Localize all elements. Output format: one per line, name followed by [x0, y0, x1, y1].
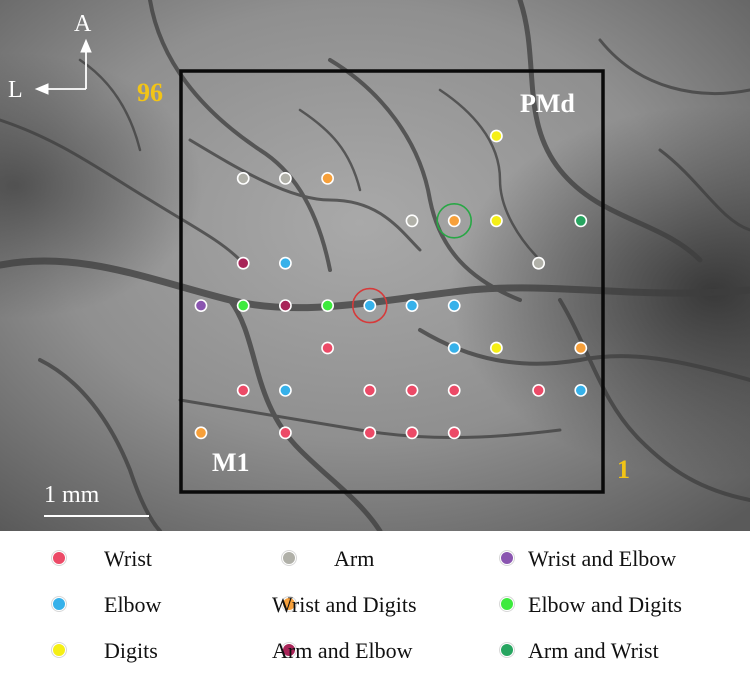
compass-anterior-label: A — [74, 11, 92, 37]
legend-item-arm-and-elbow: Arm and Elbow — [272, 638, 413, 663]
electrode-arm-wrist — [574, 214, 588, 228]
arrow-up-icon — [80, 38, 92, 53]
electrode-elbow — [363, 299, 377, 312]
legend-item-wrist-and-digits: Wrist and Digits — [272, 592, 417, 617]
electrode-elbow — [278, 383, 292, 397]
legend-swatch — [52, 597, 66, 611]
electrode-array-outline — [179, 69, 605, 494]
electrode-elbow-digits — [236, 299, 250, 312]
electrode-wrist — [405, 383, 419, 397]
electrode-arm-elbow — [236, 256, 250, 270]
highlight-ring-red — [351, 287, 388, 324]
cortex-image-panel: A L 96 1 PMd M1 1 mm — [0, 0, 750, 531]
electrode-elbow — [574, 383, 588, 397]
legend-swatch — [282, 597, 296, 611]
electrode-wrist-elbow — [194, 299, 208, 312]
electrode-elbow — [447, 341, 461, 355]
legend-item-digits: Digits — [52, 635, 158, 665]
legend-swatch — [500, 643, 514, 657]
legend-swatch — [282, 551, 296, 565]
electrode-elbow — [278, 256, 292, 270]
electrode-wrist-digits — [194, 426, 208, 440]
cortex-figure: A L 96 1 PMd M1 1 mm — [0, 0, 750, 531]
legend-swatch — [500, 597, 514, 611]
legend: Wrist Arm Wrist and Elbow Elbow Wrist an… — [0, 531, 750, 679]
electrode-elbow — [447, 299, 461, 312]
blood-vessels — [0, 0, 750, 531]
electrode-elbow — [405, 299, 419, 312]
electrode-digits — [489, 214, 503, 228]
legend-item-wrist-and-elbow: Wrist and Elbow — [500, 543, 676, 573]
electrode-wrist — [532, 383, 545, 397]
electrode-arm — [405, 214, 419, 228]
legend-item-elbow-and-digits: Elbow and Digits — [500, 589, 682, 619]
electrode-digits — [489, 129, 503, 143]
legend-swatch — [282, 643, 296, 657]
electrode-wrist-digits — [574, 341, 588, 355]
highlight-ring-green — [436, 203, 473, 239]
electrode-wrist — [278, 426, 292, 440]
legend-item-arm: Arm — [282, 543, 374, 573]
channel-label-96: 96 — [137, 78, 163, 107]
electrode-wrist-digits — [321, 171, 334, 185]
electrode-wrist — [321, 341, 334, 355]
electrode-arm-elbow — [278, 299, 292, 312]
electrode-digits — [489, 341, 503, 355]
legend-swatch — [500, 551, 514, 565]
electrode-markers — [194, 129, 588, 440]
legend-item-arm-and-wrist: Arm and Wrist — [500, 635, 659, 665]
electrode-arm — [278, 171, 292, 185]
legend-swatch — [52, 643, 66, 657]
arrow-left-icon — [34, 83, 49, 95]
scale-bar-label: 1 mm — [44, 482, 100, 508]
legend-swatch — [52, 551, 66, 565]
electrode-wrist — [236, 383, 250, 397]
electrode-wrist-digits — [447, 214, 461, 228]
orientation-compass — [34, 38, 92, 95]
electrode-wrist — [405, 426, 419, 440]
electrode-wrist — [363, 426, 377, 440]
region-label-m1: M1 — [212, 448, 250, 477]
electrode-wrist — [447, 383, 461, 397]
electrode-arm — [236, 171, 250, 185]
channel-label-1: 1 — [617, 455, 630, 484]
legend-item-wrist: Wrist — [52, 543, 152, 573]
electrode-wrist — [447, 426, 461, 440]
electrode-wrist — [363, 383, 377, 397]
compass-lateral-label: L — [8, 77, 23, 103]
electrode-elbow-digits — [321, 299, 334, 312]
electrode-arm — [532, 256, 545, 270]
region-label-pmd: PMd — [520, 89, 575, 118]
legend-item-elbow: Elbow — [52, 589, 161, 619]
